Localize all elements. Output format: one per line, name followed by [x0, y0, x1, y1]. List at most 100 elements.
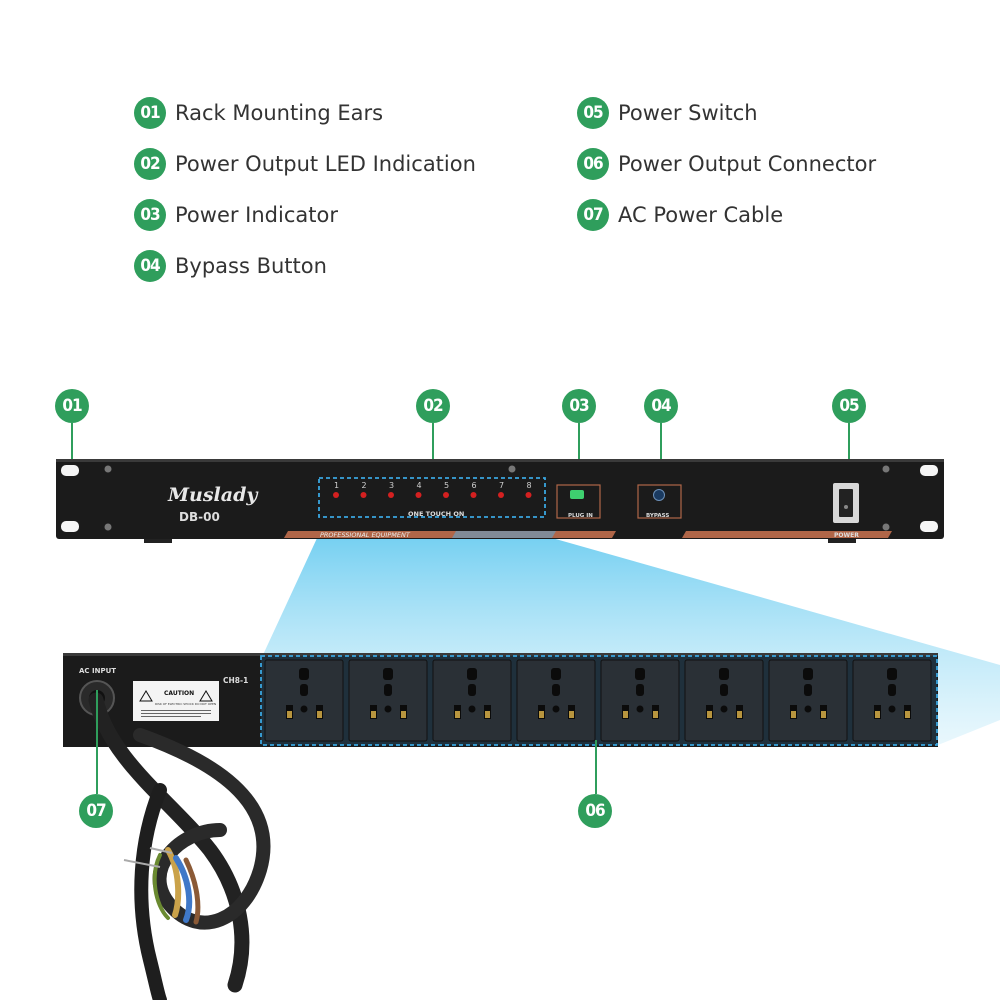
rack-ear-hole — [920, 465, 938, 476]
front-stripe — [682, 531, 892, 538]
legend-item-06: 06 Power Output Connector — [577, 147, 876, 181]
caution-title: CAUTION — [164, 690, 194, 697]
callout-05: 05 — [832, 389, 866, 423]
number-badge: 04 — [134, 250, 166, 282]
power-output-outlet — [768, 659, 848, 742]
number-badge: 03 — [562, 389, 596, 423]
power-output-outlet — [684, 659, 764, 742]
front-panel: Muslady DB-00 1 2 3 4 5 6 7 8 ONE TOUCH ON PROF… — [56, 459, 944, 543]
legend-item-07: 07 AC Power Cable — [577, 198, 783, 232]
leader-line — [595, 740, 597, 794]
professional-equipment-label: PROFESSIONAL EQUIPMENT — [320, 531, 411, 539]
ac-input-label: AC INPUT — [79, 667, 116, 675]
bypass-label: BYPASS — [646, 513, 669, 519]
power-output-outlet — [852, 659, 932, 742]
rack-ear-hole — [920, 521, 938, 532]
channel-led — [415, 492, 422, 498]
foot — [828, 539, 856, 543]
power-output-outlet — [264, 659, 344, 742]
channel-number: 5 — [444, 481, 449, 490]
legend-item-05: 05 Power Switch — [577, 96, 758, 130]
channel-number: 3 — [389, 481, 394, 490]
plug-in-frame — [556, 484, 601, 519]
channel-led — [360, 492, 367, 498]
foot — [144, 539, 172, 543]
number-badge: 04 — [644, 389, 678, 423]
legend-label: Power Switch — [618, 101, 758, 125]
leader-line — [578, 423, 580, 485]
outlet-highlight-box — [260, 655, 938, 746]
caution-fineprint — [141, 716, 201, 717]
callout-03: 03 — [562, 389, 596, 423]
channel-number: 2 — [362, 481, 367, 490]
caution-sub: RISK OF ELECTRIC SHOCK DO NOT OPEN — [155, 702, 216, 706]
legend-label: Power Output Connector — [618, 152, 877, 176]
callout-07: 07 — [79, 794, 113, 828]
power-output-outlet — [516, 659, 596, 742]
rack-ear-hole — [61, 465, 79, 476]
one-touch-label: ONE TOUCH ON — [408, 510, 464, 518]
led-indicator-box — [318, 477, 546, 518]
channel-led — [525, 492, 532, 498]
channel-led — [388, 492, 394, 498]
leader-line — [96, 690, 98, 794]
bypass-frame — [637, 484, 682, 519]
power-output-outlet — [432, 659, 512, 742]
number-badge: 06 — [577, 148, 609, 180]
number-badge: 02 — [134, 148, 166, 180]
callout-02: 02 — [416, 389, 450, 423]
channel-number: 8 — [527, 481, 532, 490]
channel-led — [470, 492, 477, 498]
number-badge: 01 — [134, 97, 166, 129]
legend-label: AC Power Cable — [618, 203, 784, 227]
legend-label: Rack Mounting Ears — [175, 101, 384, 125]
power-label: POWER — [834, 532, 859, 539]
channel-number: 6 — [472, 481, 477, 490]
screw — [882, 523, 890, 531]
number-badge: 07 — [577, 199, 609, 231]
screw — [508, 465, 516, 473]
channel-led — [333, 492, 339, 498]
front-stripe-accent — [452, 531, 556, 538]
power-output-outlet — [348, 659, 428, 742]
channel-led — [498, 492, 504, 498]
screw — [104, 465, 112, 473]
legend-item-02: 02 Power Output LED Indication — [134, 147, 476, 181]
leader-line — [71, 423, 73, 469]
caution-fineprint — [141, 710, 211, 711]
number-badge: 01 — [55, 389, 89, 423]
number-badge: 02 — [416, 389, 450, 423]
model-label: DB-00 — [179, 510, 220, 524]
power-output-outlet — [600, 659, 680, 742]
legend-label: Power Output LED Indication — [175, 152, 476, 176]
number-badge: 07 — [79, 794, 113, 828]
leader-line — [848, 423, 850, 485]
number-badge: 05 — [577, 97, 609, 129]
number-badge: 03 — [134, 199, 166, 231]
power-indicator-led — [570, 490, 584, 499]
bypass-button[interactable] — [653, 489, 665, 501]
callout-04: 04 — [644, 389, 678, 423]
brand-logo: Muslady — [167, 484, 259, 506]
legend-item-01: 01 Rack Mounting Ears — [134, 96, 383, 130]
legend-item-04: 04 Bypass Button — [134, 249, 327, 283]
number-badge: 05 — [832, 389, 866, 423]
caution-fineprint — [141, 713, 211, 714]
leader-line — [660, 423, 662, 485]
callout-01: 01 — [55, 389, 89, 423]
rack-ear-hole — [61, 521, 79, 532]
rear-panel: AC INPUT CAUTION RISK OF ELECTRIC SHOCK … — [63, 653, 938, 747]
plug-in-label: PLUG IN — [568, 513, 593, 519]
legend-label: Bypass Button — [175, 254, 327, 278]
channel-number: 4 — [417, 481, 422, 490]
screw — [882, 465, 890, 473]
legend-label: Power Indicator — [175, 203, 338, 227]
channel-led — [443, 492, 449, 498]
channel-number: 7 — [499, 481, 504, 490]
power-switch-mark — [844, 505, 848, 509]
number-badge: 06 — [578, 794, 612, 828]
power-switch[interactable] — [839, 489, 853, 517]
channel-number: 1 — [334, 481, 339, 490]
screw — [104, 523, 112, 531]
model-code-label: CH8-1 — [223, 676, 248, 685]
